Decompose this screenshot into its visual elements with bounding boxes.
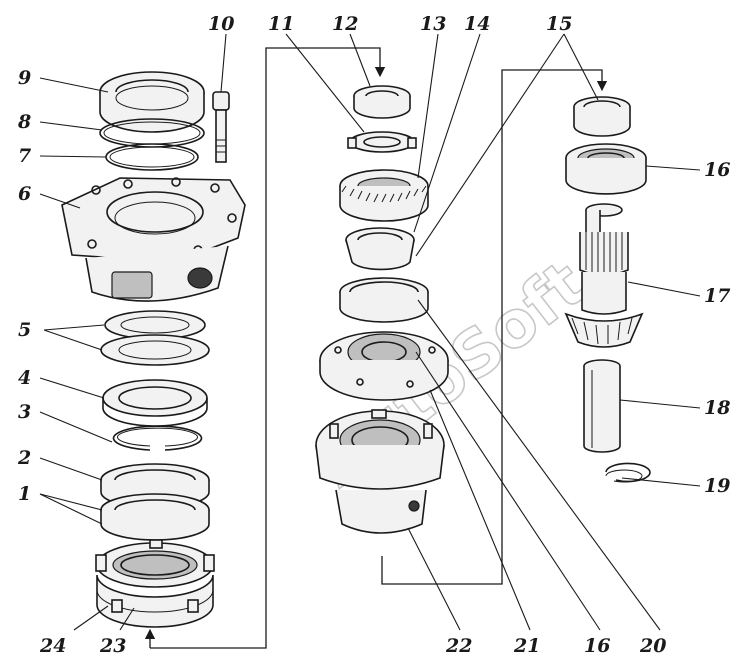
callout-8: 8 bbox=[17, 111, 31, 133]
part-17-pinion-shaft bbox=[564, 203, 644, 348]
part-19-circlip bbox=[605, 462, 651, 483]
callout-6: 6 bbox=[18, 183, 31, 205]
callout-16-bottom: 16 bbox=[584, 635, 610, 657]
callout-24: 24 bbox=[39, 635, 66, 657]
assembly-bracket-left bbox=[150, 47, 386, 649]
part-12-nut bbox=[353, 85, 411, 119]
part-9-bearing-cup bbox=[99, 71, 205, 133]
part-4-thrust-ring bbox=[102, 379, 208, 427]
part-14-bearing-cone bbox=[345, 227, 415, 271]
part-15-spacer-ring bbox=[573, 96, 631, 137]
part-24-slotted-nut bbox=[95, 539, 215, 588]
callout-16-right: 16 bbox=[704, 159, 730, 181]
callout-17: 17 bbox=[704, 285, 730, 307]
callout-18: 18 bbox=[704, 397, 730, 419]
part-1-bearing-rings bbox=[100, 493, 210, 541]
assembly-bracket-right bbox=[381, 69, 608, 585]
part-13-spur-gear bbox=[339, 169, 429, 222]
part-11-tab-washer bbox=[347, 131, 417, 153]
leader-lines bbox=[39, 33, 701, 631]
callout-15: 15 bbox=[546, 13, 572, 35]
part-10-bolt bbox=[212, 91, 230, 163]
callout-4: 4 bbox=[18, 367, 31, 389]
callout-14: 14 bbox=[464, 13, 490, 35]
callout-13: 13 bbox=[420, 13, 446, 35]
callout-10: 10 bbox=[208, 13, 234, 35]
part-21-bearing-flange bbox=[319, 331, 449, 401]
callout-2: 2 bbox=[17, 447, 31, 469]
callout-3: 3 bbox=[18, 401, 31, 423]
callout-7: 7 bbox=[18, 145, 31, 167]
callout-21: 21 bbox=[513, 635, 540, 657]
part-18-sleeve bbox=[583, 359, 621, 453]
callout-19: 19 bbox=[704, 475, 730, 497]
part-20-bearing-cup bbox=[339, 277, 429, 323]
callout-23: 23 bbox=[99, 635, 126, 657]
callout-12: 12 bbox=[332, 13, 358, 35]
callout-11: 11 bbox=[268, 13, 294, 35]
part-3-snap-ring bbox=[112, 425, 203, 451]
part-22-carrier-housing bbox=[315, 409, 445, 534]
callout-22: 22 bbox=[445, 635, 472, 657]
part-5-shims bbox=[100, 310, 210, 366]
callout-5: 5 bbox=[18, 319, 31, 341]
callout-20: 20 bbox=[639, 635, 666, 657]
part-23-lock-washer bbox=[96, 574, 214, 628]
callout-9: 9 bbox=[18, 67, 31, 89]
part-7-sealing-ring bbox=[105, 143, 199, 171]
part-6-flanged-housing bbox=[61, 177, 246, 302]
part-16-ball-bearing bbox=[565, 143, 647, 195]
callout-1: 1 bbox=[18, 483, 31, 505]
